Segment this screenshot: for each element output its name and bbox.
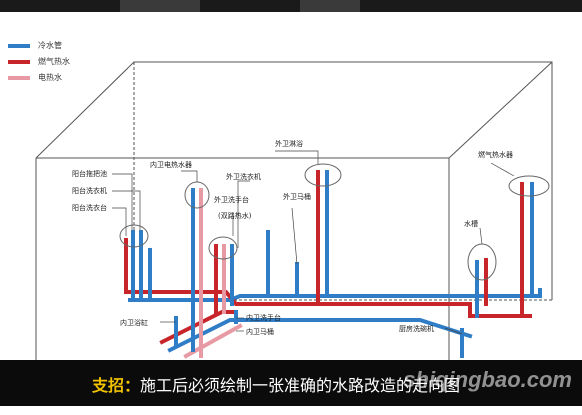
label-inner-bath-toilet: 内卫马桶 <box>246 327 274 336</box>
caption-prefix: 支招： <box>92 376 141 395</box>
label-outer-bath-basin: 外卫洗手台 <box>214 195 249 204</box>
label-dual-hot-water: (双路热水) <box>218 211 252 220</box>
leader-balcony-mop <box>112 173 133 230</box>
room-frame <box>35 61 553 360</box>
caption-bar: 支招：施工后必须绘制一张准确的水路改造的走向图 <box>0 360 582 406</box>
legend: 冷水管 燃气热水 电热水 <box>8 38 70 86</box>
label-balcony-mop-sink: 阳台拖把池 <box>72 169 107 178</box>
highlight-inner-heater <box>184 181 210 209</box>
top-band-segment <box>120 0 200 12</box>
highlight-outer-basin <box>208 236 238 260</box>
highlight-gas-heater <box>508 175 550 197</box>
label-outer-bath-washer: 外卫洗衣机 <box>226 172 261 181</box>
legend-swatch-electric-hot <box>8 75 30 80</box>
top-band-segment <box>300 0 360 12</box>
fixture-labels: 阳台拖把池 阳台洗衣机 阳台洗衣台 内卫电热水器 外卫洗衣机 外卫淋浴 外卫洗手… <box>72 139 513 336</box>
leader-outer-toilet <box>291 207 298 265</box>
highlight-sink <box>467 243 497 281</box>
highlight-outer-shower <box>304 163 342 187</box>
cold-main-pipe <box>128 288 542 302</box>
leader-sink <box>479 227 483 245</box>
legend-item-electric-hot: 电热水 <box>8 70 70 85</box>
label-inner-bath-basin: 内卫洗手台 <box>246 313 281 322</box>
label-outer-bath-toilet: 外卫马桶 <box>283 192 311 201</box>
legend-label-electric-hot: 电热水 <box>38 73 62 82</box>
label-inner-bath-heater: 内卫电热水器 <box>150 160 192 169</box>
leader-inner-heater <box>181 170 198 182</box>
leader-outer-washer <box>237 180 250 248</box>
label-kitchen-dishwasher: 厨房洗碗机 <box>399 324 434 333</box>
legend-item-cold: 冷水管 <box>8 38 70 53</box>
legend-label-cold: 冷水管 <box>38 41 62 50</box>
label-gas-heater: 燃气热水器 <box>478 150 513 159</box>
legend-item-gas-hot: 燃气热水 <box>8 54 70 69</box>
label-inner-bathtub: 内卫浴缸 <box>120 318 148 327</box>
leader-balcony-washer <box>112 190 141 230</box>
label-sink: 水槽 <box>464 219 478 228</box>
label-balcony-basin: 阳台洗衣台 <box>72 203 107 212</box>
leader-lines <box>112 150 515 335</box>
top-dark-band <box>0 0 582 12</box>
leader-dishwasher <box>444 327 463 335</box>
leader-outer-shower <box>275 150 319 164</box>
gas-hot-main-pipe <box>124 290 532 318</box>
frame-edge <box>35 61 553 300</box>
highlight-circles <box>119 163 550 281</box>
highlight-balcony <box>119 224 149 248</box>
leader-balcony-basin <box>112 207 127 236</box>
caption-text: 支招：施工后必须绘制一张准确的水路改造的走向图 <box>92 372 460 396</box>
legend-swatch-gas-hot <box>8 59 30 64</box>
legend-label-gas-hot: 燃气热水 <box>38 57 70 66</box>
pipe-network <box>124 170 542 359</box>
legend-swatch-cold <box>8 43 30 48</box>
watermark: shiqingbao.com <box>403 367 572 392</box>
label-outer-bath-shower: 外卫淋浴 <box>275 139 303 148</box>
caption-body: 施工后必须绘制一张准确的水路改造的走向图 <box>140 376 461 395</box>
leader-gas-heater <box>490 162 515 177</box>
label-balcony-washer: 阳台洗衣机 <box>72 186 107 195</box>
